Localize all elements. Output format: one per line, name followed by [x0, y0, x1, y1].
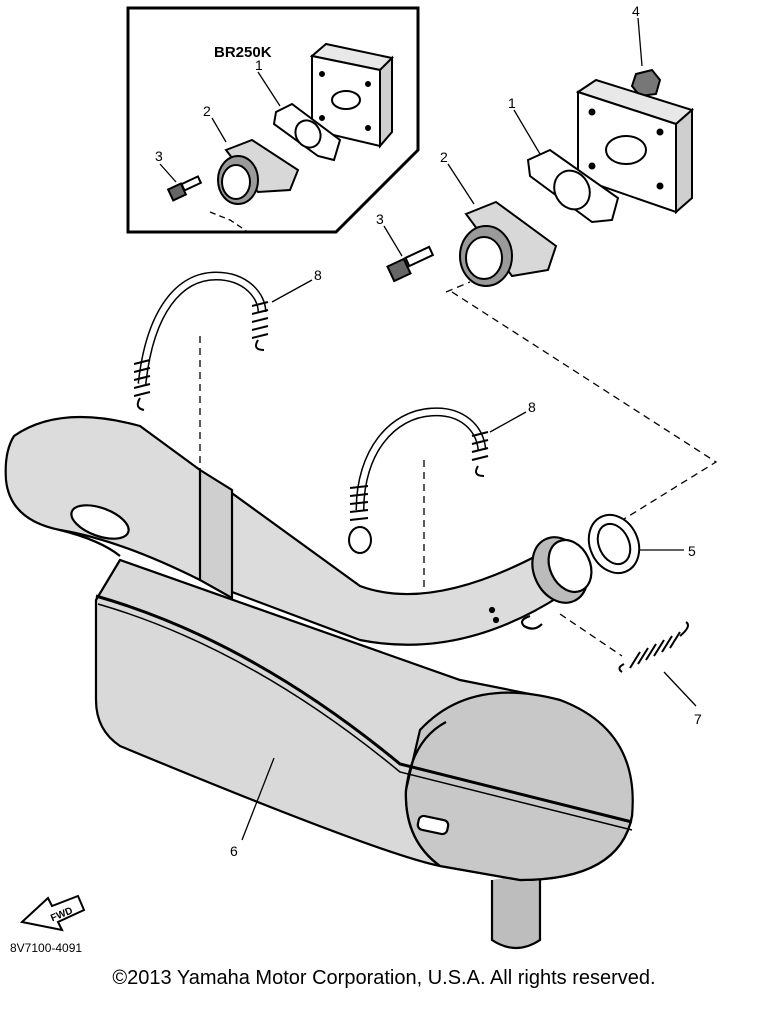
callout-6: 6: [230, 843, 238, 859]
inset-bolt: [166, 175, 203, 202]
inset-gasket: [272, 102, 342, 162]
inset-model-label: BR250K: [214, 44, 272, 61]
flange-block: [575, 78, 695, 215]
spring-hook-upper: [133, 271, 269, 411]
callout-1: 1: [508, 95, 516, 111]
inset-leaders: [159, 71, 281, 233]
inset-flange-block: [309, 42, 395, 149]
muffler: [94, 558, 634, 950]
callout-5: 5: [688, 543, 696, 559]
callout-2: 2: [440, 149, 448, 165]
callout-8-lower: 8: [528, 399, 536, 415]
spring-hook-lower: [348, 407, 489, 554]
inset-callout-3: 3: [155, 148, 163, 164]
nut: [630, 17, 662, 98]
callout-3: 3: [376, 211, 384, 227]
figure-code: 8V7100-4091: [10, 941, 82, 955]
exhaust-pipe: [4, 415, 593, 646]
spring: [618, 621, 689, 673]
inset-callout-1: 1: [255, 57, 263, 73]
copyright-notice: ©2013 Yamaha Motor Corporation, U.S.A. A…: [112, 967, 656, 989]
gasket-ring: [587, 513, 641, 575]
fwd-arrow-icon: FWD: [19, 894, 86, 932]
gasket: [526, 148, 620, 224]
br250k-inset: BR250K: [126, 6, 420, 234]
inset-joint: [217, 138, 300, 205]
bolt: [386, 245, 435, 283]
inset-callout-2: 2: [203, 103, 211, 119]
callout-4: 4: [632, 3, 640, 19]
callout-7: 7: [694, 711, 702, 727]
joint: [459, 200, 558, 287]
callout-8-upper: 8: [314, 267, 322, 283]
